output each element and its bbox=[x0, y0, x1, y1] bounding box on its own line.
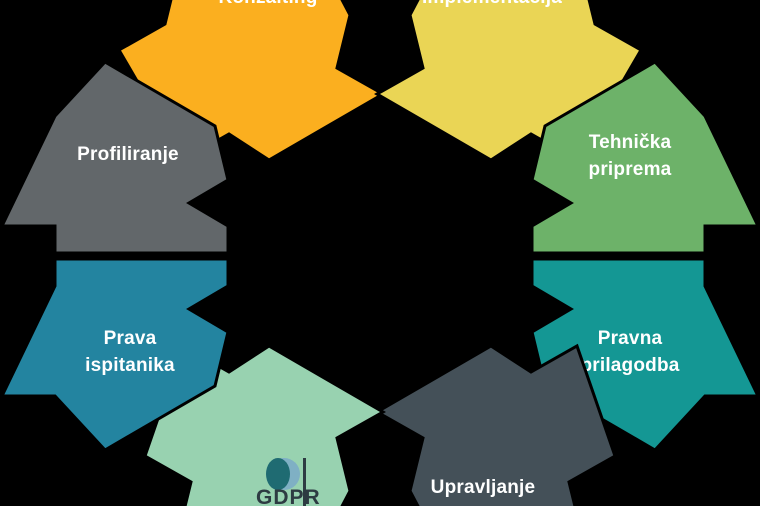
segment-tehnicka-priprema-label-line2: priprema bbox=[589, 159, 672, 180]
segment-upravljanje-shape[interactable] bbox=[373, 343, 617, 506]
center-hub bbox=[252, 125, 508, 381]
segment-tehnicka-priprema[interactable]: Tehnička priprema bbox=[530, 60, 760, 255]
segment-implementacija-label: Implementacija bbox=[422, 0, 562, 8]
segment-profiliranje[interactable]: Profiliranje bbox=[0, 60, 230, 255]
segment-upravljanje-label: Upravljanje bbox=[431, 477, 536, 498]
segment-profiliranje-shape[interactable] bbox=[0, 60, 230, 255]
segment-prava-ispitanika-shape[interactable] bbox=[0, 257, 230, 452]
segment-tehnicka-priprema-shape[interactable] bbox=[530, 60, 760, 255]
segment-pravna-prilagodba-label-line2: prilagodba bbox=[580, 355, 679, 376]
segment-upravljanje[interactable]: Upravljanje bbox=[373, 343, 617, 506]
segment-konzalting-label: Konzalting bbox=[218, 0, 317, 8]
segment-tehnicka-priprema-label-line1: Tehnička bbox=[589, 132, 672, 153]
segment-prava-ispitanika-label-line2: ispitanika bbox=[85, 355, 175, 376]
segment-profiliranje-label: Profiliranje bbox=[77, 144, 179, 165]
segment-prava-ispitanika[interactable]: Prava ispitanika bbox=[0, 257, 230, 452]
segment-pravna-prilagodba-label-line1: Pravna bbox=[598, 328, 663, 349]
segment-prava-ispitanika-label-line1: Prava bbox=[104, 328, 157, 349]
